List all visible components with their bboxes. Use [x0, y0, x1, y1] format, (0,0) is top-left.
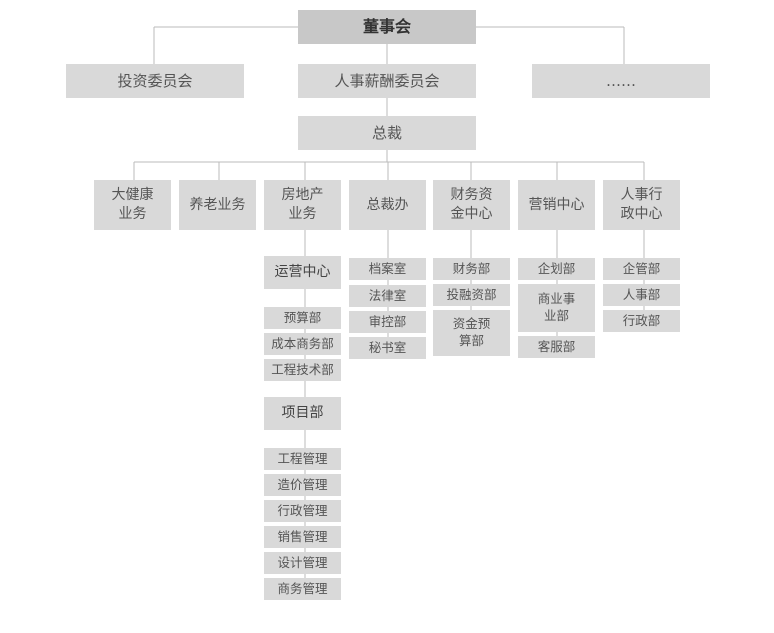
finance-dept-finance: 财务部 [433, 258, 510, 280]
division-health: 大健康 业务 [94, 180, 171, 230]
project-dept-box: 项目部 [264, 397, 341, 430]
finance-dept-budget: 资金预 算部 [433, 310, 510, 356]
project-mgmt-business: 商务管理 [264, 578, 341, 600]
ops-center-box: 运营中心 [264, 256, 341, 289]
marketing-dept-customer-service: 客服部 [518, 336, 595, 358]
ceo-office-archives: 档案室 [349, 258, 426, 280]
ceo-box: 总裁 [298, 116, 476, 150]
hr-dept-personnel: 人事部 [603, 284, 680, 306]
hr-dept-admin: 行政部 [603, 310, 680, 332]
division-elderly-care: 养老业务 [179, 180, 256, 230]
division-finance: 财务资 金中心 [433, 180, 510, 230]
committee-more: …… [532, 64, 710, 98]
ceo-office-secretary: 秘书室 [349, 337, 426, 359]
project-mgmt-design: 设计管理 [264, 552, 341, 574]
committee-investment: 投资委员会 [66, 64, 244, 98]
ceo-office-audit: 审控部 [349, 311, 426, 333]
ops-dept-engineering: 工程技术部 [264, 359, 341, 381]
division-ceo-office: 总裁办 [349, 180, 426, 230]
marketing-dept-planning: 企划部 [518, 258, 595, 280]
finance-dept-investment: 投融资部 [433, 284, 510, 306]
ceo-office-legal: 法律室 [349, 285, 426, 307]
hr-dept-management: 企管部 [603, 258, 680, 280]
marketing-dept-commercial: 商业事 业部 [518, 284, 595, 332]
division-real-estate: 房地产 业务 [264, 180, 341, 230]
project-mgmt-sales: 销售管理 [264, 526, 341, 548]
project-mgmt-cost: 造价管理 [264, 474, 341, 496]
ops-dept-budget: 预算部 [264, 307, 341, 329]
ops-dept-cost: 成本商务部 [264, 333, 341, 355]
project-mgmt-admin: 行政管理 [264, 500, 341, 522]
division-hr-admin: 人事行 政中心 [603, 180, 680, 230]
committee-hr-compensation: 人事薪酬委员会 [298, 64, 476, 98]
division-marketing: 营销中心 [518, 180, 595, 230]
project-mgmt-engineering: 工程管理 [264, 448, 341, 470]
board-box: 董事会 [298, 10, 476, 44]
